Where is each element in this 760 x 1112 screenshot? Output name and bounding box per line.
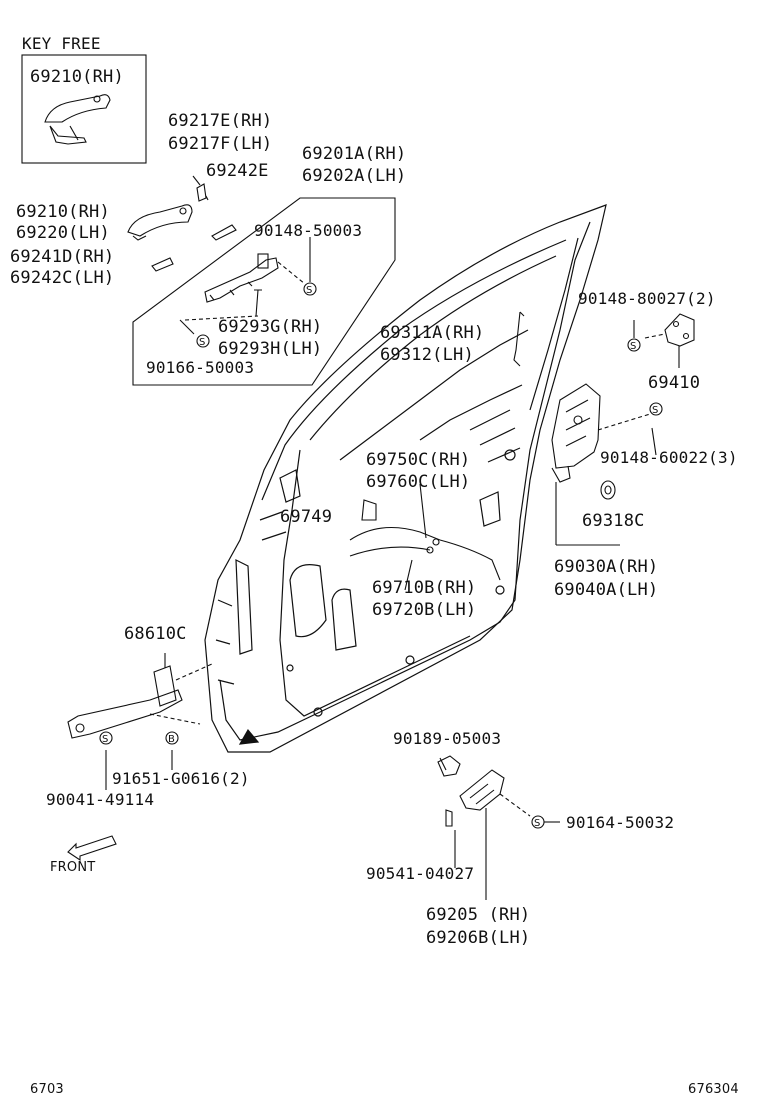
label-69720b: 69720B(LH) xyxy=(372,600,477,620)
label-69210: 69210(RH) xyxy=(16,202,110,222)
label-69710b: 69710B(RH) xyxy=(372,578,477,598)
label-69217f: 69217F(LH) xyxy=(168,134,273,154)
label-90148-50003: 90148-50003 xyxy=(254,221,363,240)
front-label: FRONT xyxy=(50,860,96,875)
fastener-s-4: S xyxy=(652,405,659,416)
label-69217e: 69217E(RH) xyxy=(168,111,273,131)
label-69318c: 69318C xyxy=(582,511,645,531)
label-90041: 90041-49114 xyxy=(46,790,155,809)
door-check-drawing xyxy=(67,653,213,739)
key-free-box xyxy=(21,54,147,164)
label-69293h: 69293H(LH) xyxy=(218,339,323,359)
cover-69241d-drawing xyxy=(151,257,174,272)
label-69241d: 69241D(RH) xyxy=(10,247,115,267)
label-69220: 69220(LH) xyxy=(16,223,110,243)
fastener-s-3: S xyxy=(630,341,637,352)
label-90148-80027: 90148-80027(2) xyxy=(578,289,716,308)
page-number-right: 676304 xyxy=(688,1082,739,1097)
keyfree-handle-drawing xyxy=(44,94,111,145)
label-90166: 90166-50003 xyxy=(146,358,255,377)
label-69242c: 69242C(LH) xyxy=(10,268,115,288)
label-69749: 69749 xyxy=(280,507,333,527)
label-69206b: 69206B(LH) xyxy=(426,928,531,948)
frame-69201a-drawing xyxy=(204,253,279,303)
label-69312: 69312(LH) xyxy=(380,345,474,365)
hinge-69410-drawing xyxy=(644,313,695,368)
label-69760c: 69760C(LH) xyxy=(366,472,471,492)
fastener-s-6: S xyxy=(534,818,541,829)
label-69242e: 69242E xyxy=(206,161,269,181)
label-69201a: 69201A(RH) xyxy=(302,144,407,164)
outer-handle-drawing xyxy=(127,204,193,241)
label-69410: 69410 xyxy=(648,373,701,393)
label-69202a: 69202A(LH) xyxy=(302,166,407,186)
lock-69030a-drawing xyxy=(551,383,651,546)
rod-69293-drawing xyxy=(254,289,262,317)
fastener-s-1: S xyxy=(306,285,313,296)
cap-69217e-drawing xyxy=(196,183,207,202)
channel-69311a-drawing xyxy=(513,311,521,367)
label-91651: 91651-G0616(2) xyxy=(112,769,250,788)
fastener-symbols xyxy=(99,282,663,829)
label-69040a: 69040A(LH) xyxy=(554,580,659,600)
label-90541: 90541-04027 xyxy=(366,864,475,883)
label-69311a: 69311A(RH) xyxy=(380,323,485,343)
label-69030a: 69030A(RH) xyxy=(554,557,659,577)
label-69750c: 69750C(RH) xyxy=(366,450,471,470)
page-number-left: 6703 xyxy=(30,1082,64,1097)
cables-drawing xyxy=(349,483,501,591)
fastener-s-2: S xyxy=(199,337,206,348)
label-69210-keyfree: 69210(RH) xyxy=(30,67,124,87)
inside-handle-drawing xyxy=(437,755,531,827)
label-69293g: 69293G(RH) xyxy=(218,317,323,337)
leader-lines xyxy=(105,175,657,900)
label-90164: 90164-50032 xyxy=(566,813,675,832)
label-90189: 90189-05003 xyxy=(393,729,502,748)
label-69205: 69205 (RH) xyxy=(426,905,531,925)
front-arrow xyxy=(67,835,117,862)
label-90148-60022: 90148-60022(3) xyxy=(600,448,738,467)
grommet-69318c-drawing xyxy=(600,480,616,500)
fastener-b-1: B xyxy=(168,734,176,745)
fastener-s-5: S xyxy=(102,734,109,745)
section-title: KEY FREE xyxy=(22,34,101,53)
label-68610c: 68610C xyxy=(124,624,187,644)
door-outline xyxy=(204,204,607,753)
frame-69201a xyxy=(132,197,396,386)
pad-69242e-drawing xyxy=(211,224,237,241)
